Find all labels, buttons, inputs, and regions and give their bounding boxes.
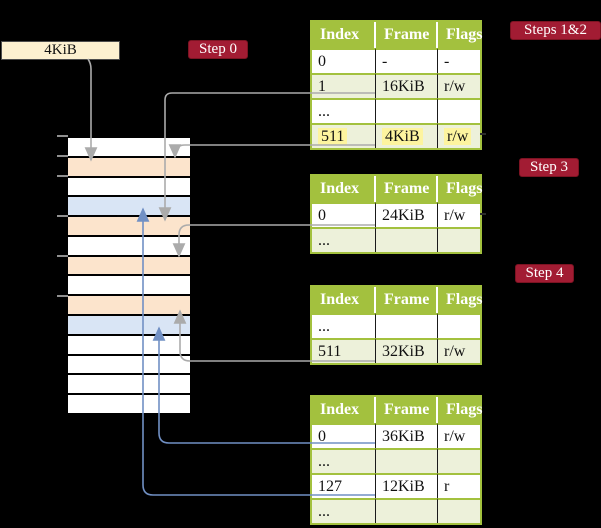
cell-index: 0: [312, 202, 376, 227]
header-index: Index: [312, 176, 376, 202]
memory-row-free: [68, 335, 190, 354]
memory-row-free: [68, 375, 190, 394]
memory-row-page-table: [68, 296, 190, 315]
cell-flags: r/w: [438, 73, 480, 98]
cell-frame: [376, 448, 438, 473]
pointer-dash: [480, 213, 486, 215]
header-index: Index: [312, 22, 376, 48]
header-index: Index: [312, 287, 376, 313]
header-flags: Flags: [438, 176, 482, 202]
memory-row-data-page: [68, 197, 190, 216]
root-pointer-box: 4KiB: [1, 41, 120, 60]
badge-step-3: Step 3: [519, 158, 579, 177]
cell-index: ...: [312, 498, 376, 523]
table-header-row: Index Frame Flags: [312, 397, 482, 423]
cell-frame: -: [376, 48, 438, 73]
page-table-level-3: Index Frame Flags ... 511 32KiB r/w: [310, 285, 482, 365]
memory-row-data-page: [68, 316, 190, 334]
cell-flags: r: [438, 473, 480, 498]
highlight-text: 4KiB: [382, 128, 423, 145]
memory-tick: [57, 255, 68, 257]
badge-steps-1-2: Steps 1&2: [510, 21, 601, 40]
cell-flags: r/w: [438, 123, 480, 148]
table-header-row: Index Frame Flags: [312, 176, 482, 202]
table-row-highlighted: 511 4KiB r/w: [312, 123, 480, 148]
header-flags: Flags: [438, 397, 482, 423]
highlight-text: 511: [318, 128, 348, 145]
table-header-row: Index Frame Flags: [312, 22, 482, 48]
cell-flags: [438, 498, 480, 523]
table-row: 511 32KiB r/w: [312, 338, 480, 363]
header-frame: Frame: [376, 22, 438, 48]
cell-frame: 16KiB: [376, 73, 438, 98]
cell-frame: 24KiB: [376, 202, 438, 227]
table-row: 0 - -: [312, 48, 480, 73]
page-table-leaf: Index Frame Flags 0 36KiB r/w ... 127 12…: [310, 395, 482, 525]
cell-index: ...: [312, 448, 376, 473]
cell-frame: [376, 98, 438, 123]
header-flags: Flags: [438, 22, 482, 48]
cell-index: 511: [312, 123, 376, 148]
memory-column: [68, 136, 190, 415]
cell-frame: [376, 498, 438, 523]
cell-index: ...: [312, 98, 376, 123]
memory-row-page-table: [68, 217, 190, 235]
cell-frame: 4KiB: [376, 123, 438, 148]
cell-flags: r/w: [438, 338, 480, 363]
table-row: 127 12KiB r: [312, 473, 480, 498]
cell-index: 127: [312, 473, 376, 498]
table-row: ...: [312, 313, 480, 338]
cell-frame: [376, 227, 438, 252]
cell-index: 1: [312, 73, 376, 98]
memory-row-free: [68, 138, 190, 156]
memory-tick: [57, 155, 68, 157]
table-header-row: Index Frame Flags: [312, 287, 482, 313]
cell-flags: [438, 313, 480, 338]
header-frame: Frame: [376, 176, 438, 202]
table-row: ...: [312, 227, 480, 252]
header-frame: Frame: [376, 397, 438, 423]
cell-index: 511: [312, 338, 376, 363]
cell-flags: [438, 227, 480, 252]
cell-index: ...: [312, 313, 376, 338]
pointer-dash: [480, 133, 486, 135]
memory-tick: [57, 135, 68, 137]
cell-frame: [376, 313, 438, 338]
memory-row-free: [68, 355, 190, 374]
memory-row-free: [68, 236, 190, 255]
cell-flags: [438, 98, 480, 123]
header-index: Index: [312, 397, 376, 423]
highlight-text: r/w: [444, 128, 472, 145]
cell-index: 0: [312, 423, 376, 448]
memory-row-free: [68, 177, 190, 196]
cell-index: ...: [312, 227, 376, 252]
memory-row-free: [68, 276, 190, 295]
badge-step-0: Step 0: [188, 40, 248, 59]
table-row: 0 36KiB r/w: [312, 423, 480, 448]
cell-flags: r/w: [438, 202, 480, 227]
memory-tick: [57, 215, 68, 217]
cell-flags: [438, 448, 480, 473]
page-table-level-2: Index Frame Flags 0 24KiB r/w ...: [310, 174, 482, 254]
memory-row-page-table: [68, 256, 190, 275]
cell-index: 0: [312, 48, 376, 73]
cell-flags: r/w: [438, 423, 480, 448]
cell-frame: 32KiB: [376, 338, 438, 363]
cell-frame: 12KiB: [376, 473, 438, 498]
badge-step-4: Step 4: [515, 264, 574, 283]
page-table-root: Index Frame Flags 0 - - 1 16KiB r/w ... …: [310, 20, 482, 150]
table-row: ...: [312, 498, 480, 523]
header-frame: Frame: [376, 287, 438, 313]
table-row: ...: [312, 448, 480, 473]
table-row: ...: [312, 98, 480, 123]
header-flags: Flags: [438, 287, 482, 313]
memory-tick: [57, 175, 68, 177]
memory-tick: [57, 295, 68, 297]
cell-frame: 36KiB: [376, 423, 438, 448]
table-row: 0 24KiB r/w: [312, 202, 480, 227]
memory-row-free: [68, 395, 190, 413]
table-row: 1 16KiB r/w: [312, 73, 480, 98]
memory-row-page-table: [68, 157, 190, 176]
cell-flags: -: [438, 48, 480, 73]
